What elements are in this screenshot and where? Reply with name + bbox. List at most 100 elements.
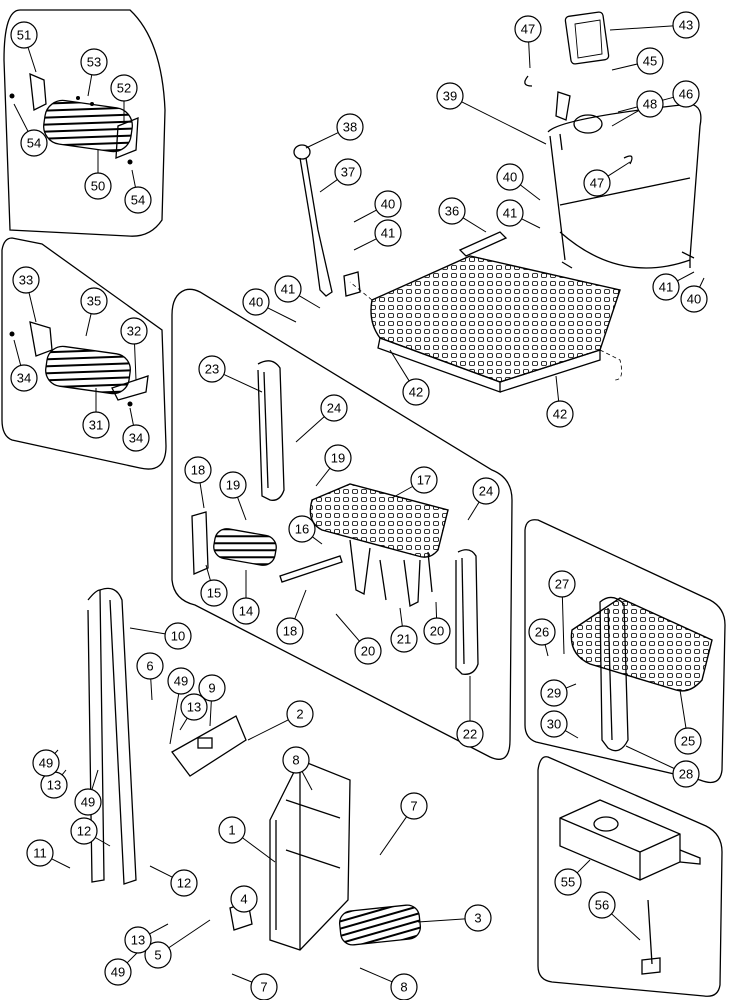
leader-line-16 (312, 536, 323, 545)
callout-circle (167, 667, 195, 695)
leader-line-19b (315, 467, 331, 487)
leader-line-9 (209, 700, 212, 727)
callout-number: 12 (177, 876, 191, 891)
callout-number: 50 (91, 179, 105, 194)
callout-number: 54 (27, 136, 41, 151)
callout-circle (456, 720, 484, 748)
callout-circle (324, 444, 352, 472)
callout-number: 24 (479, 484, 493, 499)
callout-number: 22 (463, 727, 477, 742)
leader-line-15 (205, 564, 211, 581)
callout-24a: 24 (320, 394, 348, 422)
callout-34a: 34 (10, 364, 38, 392)
leader-line-55 (576, 859, 591, 874)
leader-line-48 (611, 110, 639, 127)
callout-number: 11 (33, 846, 47, 861)
callout-number: 3 (474, 911, 481, 926)
callout-circle (436, 82, 464, 110)
callout-41b: 41 (496, 199, 524, 227)
leader-line-38 (305, 132, 339, 149)
callout-3: 3 (464, 904, 492, 932)
callout-12b: 12 (170, 869, 198, 897)
callout-circle (250, 973, 278, 1000)
leader-line-7b (231, 973, 253, 983)
leader-line-43 (609, 25, 674, 31)
callout-48: 48 (636, 90, 664, 118)
callout-number: 49 (81, 795, 95, 810)
callout-29: 29 (540, 679, 568, 707)
callout-43: 43 (672, 11, 700, 39)
callout-number: 4 (240, 892, 247, 907)
callout-circle (219, 471, 247, 499)
callout-8a: 8 (282, 746, 310, 774)
callout-21: 21 (390, 625, 418, 653)
leader-line-19a (237, 497, 247, 521)
leader-line-27 (561, 596, 565, 655)
leader-line-10 (129, 627, 166, 635)
callout-4: 4 (230, 885, 258, 913)
callout-27: 27 (548, 570, 576, 598)
leader-line-26 (544, 644, 549, 657)
callout-18a: 18 (184, 456, 212, 484)
callout-7a: 7 (400, 792, 428, 820)
callout-circle (10, 21, 38, 49)
callout-circle (198, 674, 226, 702)
callout-circle (583, 169, 611, 197)
leader-line-41a (353, 238, 377, 251)
callout-number: 55 (561, 875, 575, 890)
callout-19b: 19 (324, 444, 352, 472)
callout-number: 38 (343, 120, 357, 135)
callout-13a: 13 (180, 693, 208, 721)
callout-circle (402, 378, 430, 406)
callout-number: 40 (381, 197, 395, 212)
callout-36: 36 (438, 197, 466, 225)
callout-number: 49 (174, 674, 188, 689)
callout-circle (672, 760, 700, 788)
callout-number: 28 (679, 767, 693, 782)
callout-15: 15 (200, 579, 228, 607)
callout-number: 15 (207, 586, 221, 601)
callout-12a: 12 (70, 817, 98, 845)
panel-latch-option (537, 756, 723, 997)
callout-circle (674, 727, 702, 755)
callout-number: 40 (249, 295, 263, 310)
callout-circle (438, 197, 466, 225)
leader-line-32 (134, 343, 137, 381)
callout-circle (84, 172, 112, 200)
callout-circle (242, 288, 270, 316)
callout-circle (230, 885, 258, 913)
callout-circle (464, 904, 492, 932)
callout-number: 13 (131, 933, 145, 948)
leader-line-5 (168, 919, 211, 949)
panel-middle-step-option (1, 237, 167, 470)
callout-circle (232, 597, 260, 625)
leader-line-1 (242, 837, 276, 863)
callout-number: 30 (547, 717, 561, 732)
callout-number: 19 (331, 451, 345, 466)
callout-circle (496, 163, 524, 191)
callout-number: 47 (590, 176, 604, 191)
leader-line-35 (85, 313, 92, 337)
leader-line-13b (61, 769, 67, 776)
leader-line-20b (435, 601, 438, 619)
callout-42b: 42 (546, 400, 574, 428)
callout-number: 23 (205, 362, 219, 377)
callout-number: 37 (341, 165, 355, 180)
leader-line-3 (417, 918, 466, 923)
callout-26: 26 (528, 618, 556, 646)
callout-2: 2 (286, 700, 314, 728)
callout-circle (540, 710, 568, 738)
callout-number: 32 (127, 324, 141, 339)
callout-number: 48 (643, 97, 657, 112)
callout-circle (124, 926, 152, 954)
callout-number: 27 (555, 577, 569, 592)
callout-38: 38 (336, 113, 364, 141)
upper-step-parts (9, 72, 139, 165)
callout-54a: 54 (20, 129, 48, 157)
callout-circle (170, 869, 198, 897)
callout-number: 2 (296, 707, 303, 722)
leader-line-21 (399, 607, 403, 627)
callout-circle (288, 515, 316, 543)
platform-parts (349, 11, 702, 393)
